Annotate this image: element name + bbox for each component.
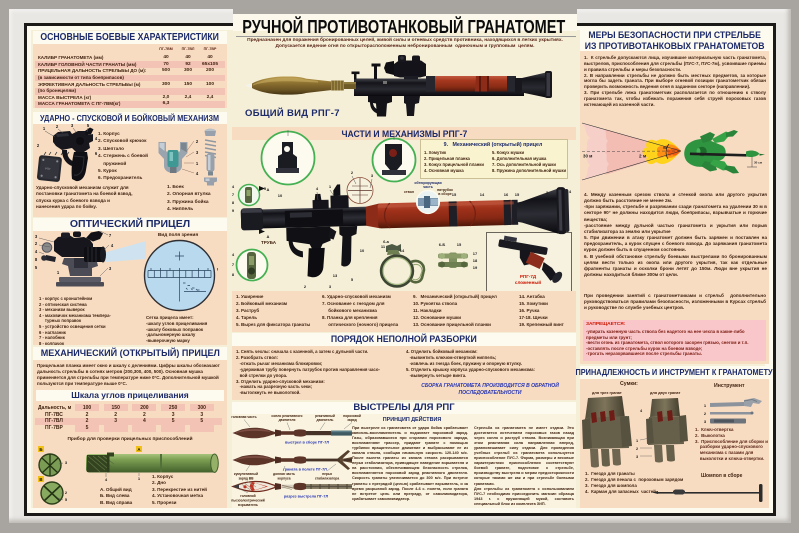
svg-text:3: 3 — [196, 150, 199, 155]
svg-text:1: 1 — [43, 126, 46, 131]
svg-text:2: 2 — [65, 490, 68, 495]
svg-text:7: 7 — [232, 192, 235, 197]
svg-text:4: 4 — [105, 477, 108, 482]
svg-text:16: 16 — [504, 192, 509, 197]
svg-text:сопло реактивного: сопло реактивного — [271, 414, 302, 418]
svg-text:7: 7 — [232, 262, 235, 267]
svg-text:разрез выстрела ПГ-7Л: разрез выстрела ПГ-7Л — [284, 495, 329, 499]
svg-text:граната в полете ПГ-7Л: граната в полете ПГ-7Л — [283, 468, 327, 472]
svg-text:заряд ВВ: заряд ВВ — [238, 477, 254, 481]
svg-text:патрубок: патрубок — [437, 188, 453, 192]
svg-text:4: 4 — [35, 249, 38, 254]
svg-text:В: В — [39, 477, 42, 482]
svg-text:10: 10 — [360, 248, 365, 253]
svg-text:обтюрирующая: обтюрирующая — [414, 181, 441, 185]
svg-text:5: 5 — [65, 497, 68, 502]
svg-text:А: А — [267, 187, 270, 192]
svg-text:18: 18 — [473, 258, 478, 263]
svg-text:заряд: заряд — [347, 418, 357, 422]
svg-text:15: 15 — [515, 192, 520, 197]
svg-text:донная часть: донная часть — [273, 472, 295, 476]
svg-text:4: 4 — [569, 189, 572, 194]
svg-text:3: 3 — [636, 455, 638, 459]
svg-text:3: 3 — [35, 234, 38, 239]
svg-text:выстрел в сборе ПГ-7Л: выстрел в сборе ПГ-7Л — [285, 441, 329, 445]
svg-text:Б: Б — [39, 447, 42, 452]
svg-text:2: 2 — [636, 447, 638, 451]
svg-text:корпуса: корпуса — [277, 477, 290, 481]
svg-text:1: 1 — [196, 161, 199, 166]
svg-text:2: 2 — [304, 284, 307, 289]
svg-text:4: 4 — [95, 136, 98, 141]
svg-text:2: 2 — [37, 143, 40, 148]
svg-text:3: 3 — [71, 123, 74, 128]
svg-text:4: 4 — [111, 243, 114, 248]
svg-text:3: 3 — [109, 266, 112, 271]
svg-text:1: 1 — [636, 439, 638, 443]
svg-text:15: 15 — [452, 192, 457, 197]
svg-text:4: 4 — [316, 186, 319, 191]
svg-text:8: 8 — [232, 272, 235, 277]
svg-text:2: 2 — [351, 170, 354, 175]
svg-text:пороховой: пороховой — [343, 414, 361, 418]
svg-text:2: 2 — [704, 411, 707, 416]
svg-text:19: 19 — [473, 265, 478, 270]
svg-text:8: 8 — [35, 257, 38, 262]
svg-text:9: 9 — [232, 208, 235, 213]
svg-text:1: 1 — [329, 184, 332, 189]
svg-text:2: 2 — [35, 241, 38, 246]
svg-text:кумулятивный: кумулятивный — [234, 472, 258, 476]
svg-text:двигателя: двигателя — [279, 418, 296, 422]
svg-text:пьезоэлектрический: пьезоэлектрический — [231, 499, 265, 503]
svg-text:4: 4 — [196, 171, 199, 176]
svg-text:2: 2 — [196, 139, 199, 144]
svg-text:реактивный: реактивный — [315, 414, 335, 418]
svg-text:15: 15 — [457, 242, 462, 247]
svg-text:2 м: 2 м — [639, 154, 647, 159]
svg-text:ствол: ствол — [404, 190, 414, 194]
svg-text:5: 5 — [351, 277, 354, 282]
svg-text:4: 4 — [232, 184, 235, 189]
svg-text:А: А — [137, 447, 141, 452]
svg-text:взрыватель: взрыватель — [238, 503, 258, 507]
svg-text:30 см: 30 см — [754, 161, 763, 165]
svg-text:4: 4 — [232, 252, 235, 257]
svg-text:5: 5 — [264, 186, 267, 191]
svg-text:6: 6 — [95, 151, 98, 156]
svg-text:головная часть: головная часть — [231, 415, 256, 419]
svg-text:3: 3 — [546, 190, 549, 195]
svg-text:6-Б: 6-Б — [439, 242, 446, 247]
svg-text:А: А — [267, 234, 270, 239]
svg-text:1: 1 — [138, 476, 141, 481]
svg-text:14: 14 — [480, 192, 485, 197]
svg-text:перья: перья — [322, 472, 332, 476]
svg-text:8: 8 — [232, 200, 235, 205]
svg-text:90°: 90° — [663, 146, 669, 150]
svg-text:головной: головной — [240, 494, 255, 498]
svg-text:14: 14 — [400, 248, 405, 253]
svg-text:в сборе: в сборе — [438, 192, 451, 196]
svg-text:3: 3 — [704, 419, 707, 424]
svg-text:часть: часть — [423, 185, 433, 189]
svg-text:10: 10 — [278, 193, 283, 198]
svg-text:РПГ: РПГ — [45, 167, 52, 172]
svg-text:1: 1 — [57, 270, 60, 275]
svg-text:5: 5 — [87, 123, 90, 128]
svg-text:3: 3 — [65, 460, 68, 465]
svg-text:стабилизатора: стабилизатора — [315, 477, 339, 481]
svg-text:4: 4 — [640, 409, 643, 413]
svg-text:2: 2 — [56, 124, 59, 129]
svg-text:17: 17 — [473, 251, 478, 256]
svg-text:двигатель: двигатель — [317, 418, 334, 422]
svg-text:30 м: 30 м — [583, 154, 592, 159]
svg-text:5: 5 — [35, 265, 38, 270]
svg-text:3: 3 — [329, 284, 332, 289]
svg-text:13: 13 — [333, 273, 338, 278]
svg-text:3: 3 — [371, 173, 374, 178]
svg-text:6-а: 6-а — [383, 239, 390, 244]
svg-text:11: 11 — [381, 244, 386, 249]
svg-text:7: 7 — [109, 233, 112, 238]
svg-text:1: 1 — [704, 403, 707, 408]
